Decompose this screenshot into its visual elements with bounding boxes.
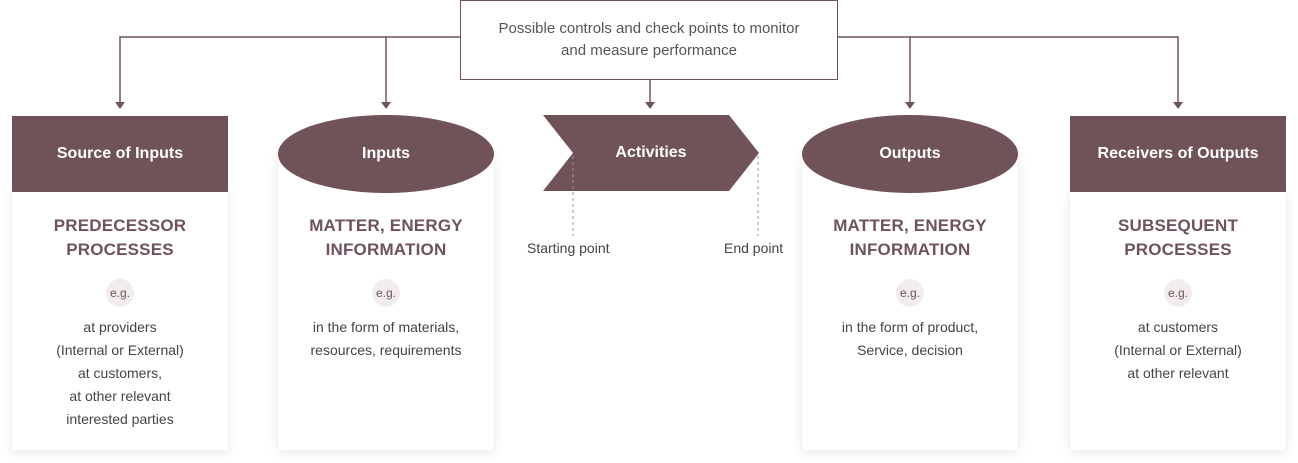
starting-point-label: Starting point (527, 240, 610, 256)
source-of-inputs-card (12, 191, 228, 450)
desc-line: in the form of product, (841, 319, 979, 335)
subsequent-processes-title: SUBSEQUENT PROCESSES (1070, 214, 1286, 262)
title-line: INFORMATION (849, 240, 971, 259)
title-line: SUBSEQUENT (1117, 216, 1239, 235)
outputs-header-label: Outputs (879, 145, 941, 162)
inputs-title: MATTER, ENERGY INFORMATION (278, 214, 494, 262)
controls-checkpoints-box: Possible controls and check points to mo… (460, 0, 838, 80)
desc-line: in the form of materials, (312, 319, 460, 335)
receivers-header-label: Receivers of Outputs (1097, 145, 1259, 162)
desc-line: at customers, (77, 365, 163, 381)
desc-line: resources, requirements (310, 342, 462, 358)
source-of-inputs-header-label: Source of Inputs (56, 145, 184, 162)
connector-left (119, 36, 460, 104)
desc-line: (Internal or External) (1114, 342, 1242, 358)
eg-badge: e.g. (896, 279, 924, 307)
desc-line: at providers (83, 319, 157, 335)
receivers-of-outputs-card (1070, 191, 1286, 450)
desc-line: at other relevant (69, 388, 171, 404)
activities-chevron (543, 115, 759, 191)
arrow-head-source (115, 102, 125, 109)
title-line: PROCESSES (66, 240, 174, 259)
desc-line: Service, decision (857, 342, 963, 358)
title-line: MATTER, ENERGY (309, 216, 463, 235)
receivers-of-outputs-header: Receivers of Outputs (1070, 116, 1286, 192)
title-line: INFORMATION (325, 240, 447, 259)
title-line: PROCESSES (1124, 240, 1232, 259)
receivers-description: at customers (Internal or External) at o… (1070, 316, 1286, 385)
arrow-head-receivers (1173, 102, 1183, 109)
outputs-title: MATTER, ENERGY INFORMATION (802, 214, 1018, 262)
activities-label: Activities (615, 144, 687, 161)
title-line: PREDECESSOR (53, 216, 187, 235)
desc-line: (Internal or External) (56, 342, 184, 358)
desc-line: interested parties (66, 411, 174, 427)
arrow-head-inputs (381, 102, 391, 109)
outputs-description: in the form of product, Service, decisio… (802, 316, 1018, 362)
eg-badge: e.g. (106, 279, 134, 307)
inputs-header-label: Inputs (362, 145, 410, 162)
outputs-header: Outputs (802, 115, 1018, 193)
desc-line: at customers (1137, 319, 1219, 335)
inputs-header: Inputs (278, 115, 494, 193)
inputs-description: in the form of materials, resources, req… (278, 316, 494, 362)
eg-badge: e.g. (372, 279, 400, 307)
source-of-inputs-header: Source of Inputs (12, 116, 228, 192)
connector-right (838, 36, 1179, 104)
arrow-head-activities (645, 102, 655, 109)
desc-line: at other relevant (1127, 365, 1229, 381)
arrow-head-outputs (905, 102, 915, 109)
title-line: MATTER, ENERGY (833, 216, 987, 235)
predecessor-processes-title: PREDECESSOR PROCESSES (12, 214, 228, 262)
eg-badge: e.g. (1164, 279, 1192, 307)
end-point-label: End point (724, 240, 784, 256)
controls-checkpoints-text: Possible controls and check points to mo… (498, 20, 800, 59)
source-description: at providers (Internal or External) at c… (12, 316, 228, 431)
